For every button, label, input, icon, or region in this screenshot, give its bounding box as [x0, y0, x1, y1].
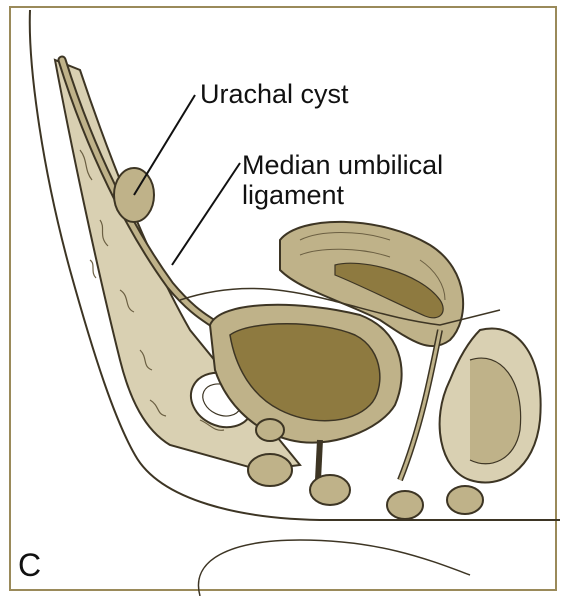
urethra	[318, 440, 320, 480]
label-median-umbilical-ligament: Median umbilical ligament	[242, 150, 482, 210]
perineal-body-1	[248, 454, 292, 486]
label-urachal-cyst: Urachal cyst	[200, 79, 349, 109]
perineal-body-3	[387, 491, 423, 519]
lower-body-outline	[198, 540, 470, 596]
panel-letter: C	[18, 547, 41, 584]
leader-line-median-umbilical-ligament	[172, 163, 240, 265]
perineal-body-2	[310, 475, 350, 505]
perineal-body-5	[256, 419, 284, 441]
perineal-body-4	[447, 486, 483, 514]
leader-line-urachal-cyst	[134, 95, 195, 195]
